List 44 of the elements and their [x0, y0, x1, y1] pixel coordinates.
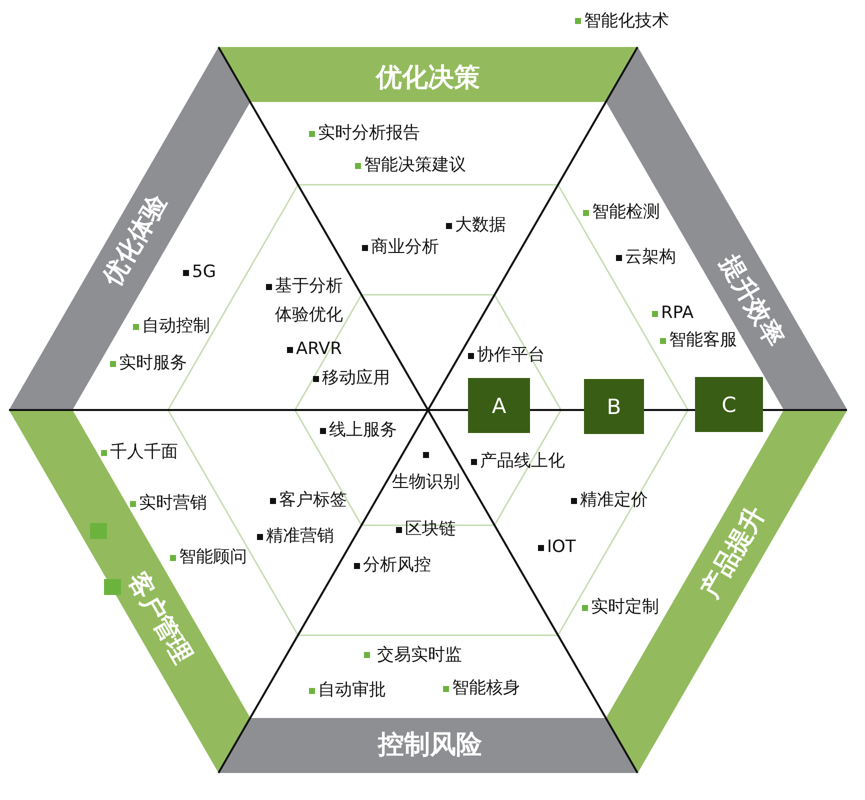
level-box: A	[468, 378, 530, 433]
band-title: 优化体验	[98, 190, 172, 290]
item-label: 智能顾问	[179, 547, 247, 567]
item-label: 精准营销	[266, 526, 334, 546]
item-label: 分析风控	[363, 555, 431, 575]
level-box: B	[584, 379, 644, 434]
item-label: RPA	[661, 303, 694, 323]
item-label: 智能核身	[452, 678, 520, 698]
band-title: 优化决策	[376, 64, 480, 92]
item-label: 区块链	[405, 519, 456, 539]
item-label: 大数据	[455, 215, 506, 235]
item-label: 商业分析	[371, 237, 439, 257]
item-label: 精准定价	[580, 490, 648, 510]
item-label: 自动控制	[142, 316, 210, 336]
item-label: IOT	[547, 537, 576, 557]
item-label: 交易实时监	[377, 645, 462, 665]
item-label: 线上服务	[329, 420, 397, 440]
item-label: 自动审批	[318, 680, 386, 700]
item-label: 智能客服	[669, 330, 737, 350]
item-label: 移动应用	[322, 368, 390, 388]
item-label: 5G	[192, 262, 216, 282]
item-label: 智能决策建议	[364, 155, 466, 175]
item-label: 产品线上化	[480, 451, 565, 471]
category-band	[218, 718, 638, 773]
band-title: 控制风险	[378, 730, 482, 759]
item-label: 千人千面	[110, 442, 178, 462]
item-label: 实时营销	[139, 493, 207, 513]
category-band	[9, 410, 250, 773]
item-label: 协作平台	[477, 345, 545, 365]
level-box: C	[695, 377, 763, 432]
item-label: ARVR	[296, 339, 342, 359]
item-label: 云架构	[625, 247, 676, 267]
band-title: 产品提升	[696, 502, 770, 602]
item-label: 基于分析体验优化	[275, 275, 344, 327]
item-label: 客户标签	[279, 490, 347, 510]
item-label: 生物识别	[392, 472, 460, 492]
category-band	[218, 47, 638, 102]
category-band	[9, 47, 250, 410]
item-label: 实时定制	[591, 597, 659, 617]
item-label: 实时分析报告	[318, 123, 420, 143]
band-title: 客户管理	[122, 568, 198, 668]
item-label: 实时服务	[119, 353, 187, 373]
item-label: 智能检测	[592, 202, 660, 222]
legend-label: 智能化技术	[584, 11, 669, 31]
